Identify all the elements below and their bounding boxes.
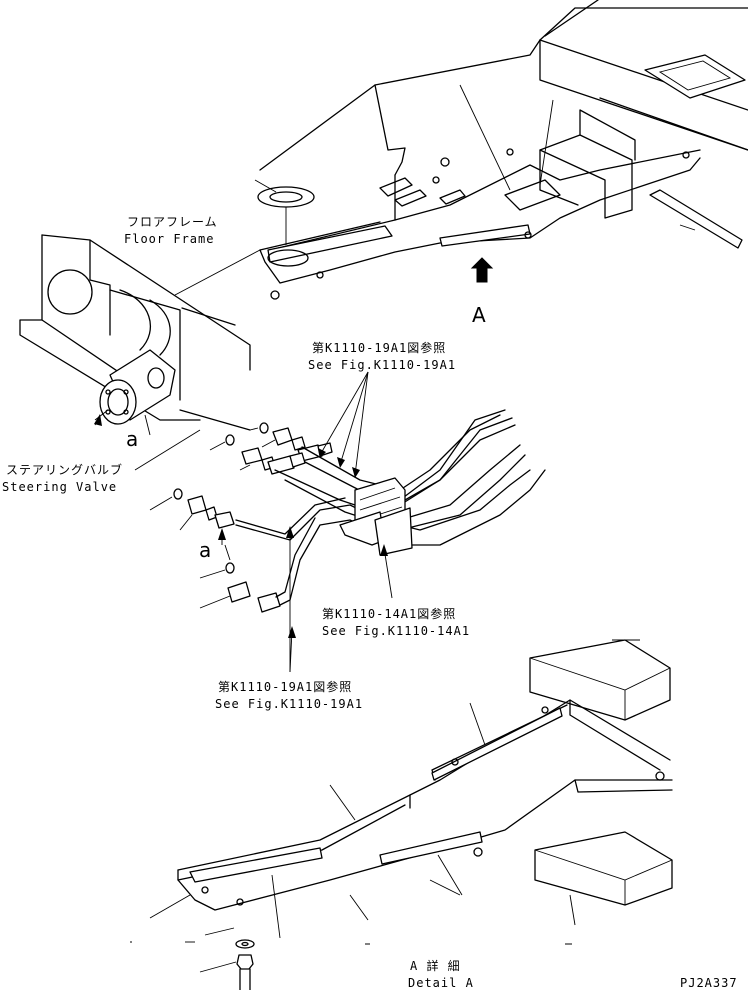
reference-bottom-en: See Fig.K1110-19A1 — [215, 697, 364, 711]
side-frame — [19, 234, 251, 471]
connection-a-label: a — [199, 538, 212, 562]
reference-bottom-jp: 第K1110-19A1図参照 — [218, 680, 353, 694]
detail-a-title-jp: A 詳 細 — [410, 959, 461, 973]
steering-valve-label-jp: ステアリングバルブ — [6, 463, 124, 477]
reference-mid-jp: 第K1110-14A1図参照 — [322, 607, 457, 621]
floor-frame-label-en: Floor Frame — [124, 232, 215, 246]
floor-frame-top-plate — [539, 0, 748, 151]
steering-valve-label-en: Steering Valve — [2, 480, 118, 494]
detail-a-title-en: Detail A — [408, 976, 474, 990]
view-a-label: A — [472, 303, 486, 327]
connection-a-label: a — [126, 427, 139, 451]
hose-fittings — [94, 371, 546, 673]
floor-frame-beam — [174, 39, 743, 300]
reference-top-en: See Fig.K1110-19A1 — [308, 358, 457, 372]
reference-top-jp: 第K1110-19A1図参照 — [312, 341, 447, 355]
floor-frame-label-jp: フロアフレーム — [127, 215, 218, 229]
detail-a-frame — [130, 639, 673, 990]
drawing-number: PJ2A337 — [680, 976, 738, 990]
reference-mid-en: See Fig.K1110-14A1 — [322, 624, 471, 638]
